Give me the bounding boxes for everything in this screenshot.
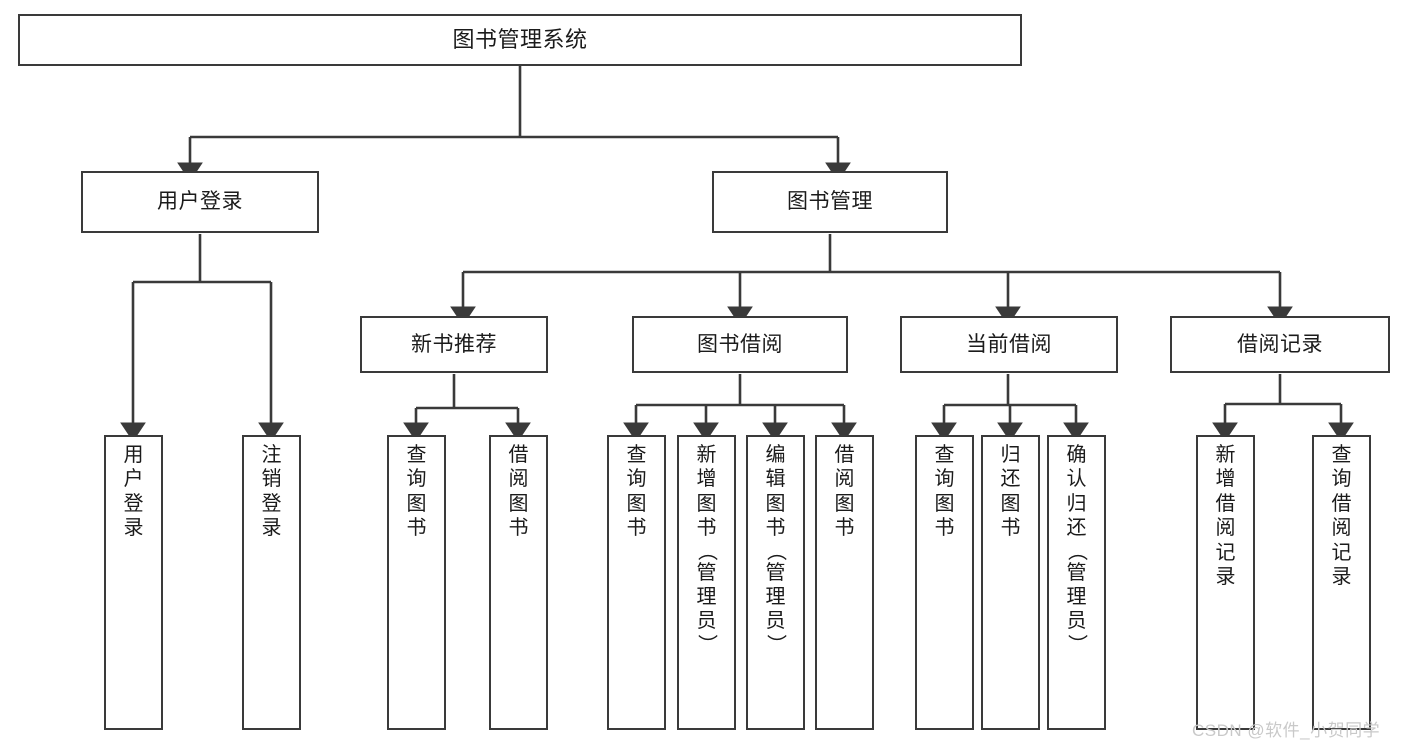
leaf-current-confirm-return-admin[interactable]: 确认归还（管理员）: [1047, 435, 1106, 730]
node-borrow-records[interactable]: 借阅记录: [1170, 316, 1390, 373]
leaf-records-query-record-label: 查询借阅记录: [1331, 444, 1352, 588]
node-root[interactable]: 图书管理系统: [18, 14, 1022, 66]
leaf-borrow-query-book[interactable]: 查询图书: [607, 435, 666, 730]
watermark-text: CSDN @软件_小贺同学: [1192, 721, 1381, 740]
leaf-borrow-borrow-book[interactable]: 借阅图书: [815, 435, 874, 730]
leaf-current-return-book[interactable]: 归还图书: [981, 435, 1040, 730]
leaf-user-login-logout-label: 注销登录: [261, 444, 282, 540]
node-new-book-recommend[interactable]: 新书推荐: [360, 316, 548, 373]
node-book-borrow[interactable]: 图书借阅: [632, 316, 848, 373]
node-current-borrow[interactable]: 当前借阅: [900, 316, 1118, 373]
node-book-management[interactable]: 图书管理: [712, 171, 948, 233]
leaf-user-login-login[interactable]: 用户登录: [104, 435, 163, 730]
node-user-login[interactable]: 用户登录: [81, 171, 319, 233]
node-current-borrow-label: 当前借阅: [966, 332, 1052, 356]
leaf-new-book-query[interactable]: 查询图书: [387, 435, 446, 730]
node-new-book-recommend-label: 新书推荐: [411, 332, 497, 356]
leaf-borrow-query-book-label: 查询图书: [626, 444, 647, 540]
leaf-borrow-add-book-admin-label: 新增图书（管理员）: [695, 444, 718, 654]
node-book-borrow-label: 图书借阅: [697, 332, 783, 356]
leaf-new-book-borrow-label: 借阅图书: [508, 444, 529, 540]
leaf-borrow-edit-book-admin[interactable]: 编辑图书（管理员）: [746, 435, 805, 730]
leaf-new-book-borrow[interactable]: 借阅图书: [489, 435, 548, 730]
leaf-current-return-book-label: 归还图书: [1000, 444, 1021, 540]
node-borrow-records-label: 借阅记录: [1237, 332, 1323, 356]
leaf-records-add-record[interactable]: 新增借阅记录: [1196, 435, 1255, 730]
leaf-records-query-record[interactable]: 查询借阅记录: [1312, 435, 1371, 730]
node-book-management-label: 图书管理: [787, 190, 873, 214]
leaf-new-book-query-label: 查询图书: [406, 444, 427, 540]
leaf-records-add-record-label: 新增借阅记录: [1215, 444, 1236, 588]
node-root-label: 图书管理系统: [452, 26, 588, 52]
leaf-current-query-book[interactable]: 查询图书: [915, 435, 974, 730]
leaf-current-confirm-return-admin-label: 确认归还（管理员）: [1065, 444, 1088, 654]
leaf-user-login-logout[interactable]: 注销登录: [242, 435, 301, 730]
leaf-borrow-add-book-admin[interactable]: 新增图书（管理员）: [677, 435, 736, 730]
leaf-borrow-borrow-book-label: 借阅图书: [834, 444, 855, 540]
leaf-user-login-login-label: 用户登录: [123, 444, 144, 540]
node-user-login-label: 用户登录: [157, 190, 243, 214]
leaf-current-query-book-label: 查询图书: [934, 444, 955, 540]
leaf-borrow-edit-book-admin-label: 编辑图书（管理员）: [764, 444, 787, 654]
